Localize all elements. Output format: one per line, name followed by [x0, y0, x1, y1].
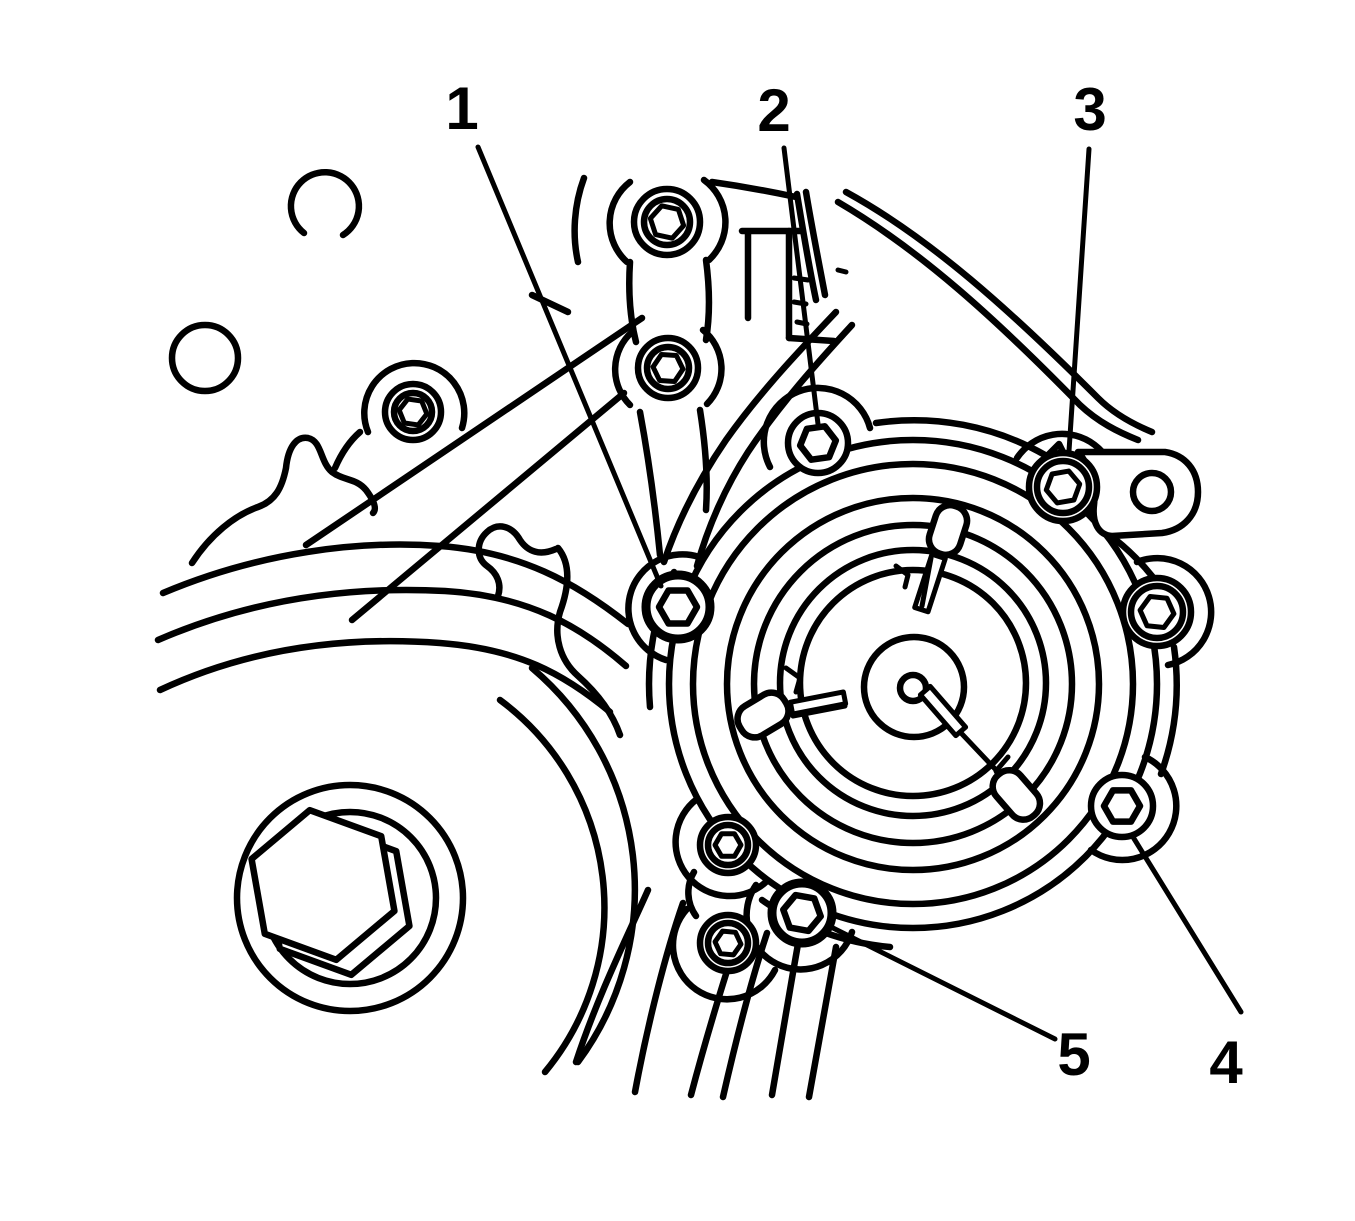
callout-2-label: 2 — [757, 77, 790, 144]
bolt-left-casting — [381, 380, 445, 444]
pump-outer-ring — [689, 460, 1137, 908]
lower-ribs — [572, 868, 840, 1101]
bolts — [381, 185, 1195, 975]
leader-line-4 — [1130, 834, 1244, 1015]
callout-4-label: 4 — [1209, 1029, 1243, 1096]
pump-plate — [776, 546, 1050, 820]
pulley-rim-arcs — [154, 541, 639, 1076]
crank-hex-face — [248, 806, 398, 964]
lock-tab-left — [734, 689, 849, 741]
callout-1-label: 1 — [445, 75, 478, 142]
ear-hole — [1129, 469, 1175, 515]
c-shaped-hole — [287, 168, 363, 239]
bolt-5 — [767, 878, 837, 948]
housing-top — [475, 174, 1156, 739]
leader-line-2 — [781, 145, 821, 427]
lock-tab-top — [912, 501, 971, 615]
callout-labels: 1 2 3 4 5 — [445, 75, 1243, 1096]
bolt-4 — [1087, 771, 1157, 841]
sensor-bracket — [738, 227, 849, 345]
housing-edge-inner — [834, 198, 1142, 444]
bolt-upper-mid — [634, 334, 702, 402]
callout-3-label: 3 — [1073, 76, 1106, 143]
bolt-right-unnumbered — [1119, 574, 1195, 650]
water-pump — [689, 460, 1137, 908]
diagonal-rib-a — [302, 314, 646, 549]
bolt-3 — [1025, 449, 1101, 525]
crankshaft-bolt — [233, 781, 467, 1015]
leader-line-1 — [475, 144, 664, 589]
diagonal-rib-b — [348, 389, 628, 624]
pump-clamp-ring — [750, 521, 1076, 847]
leader-line-5 — [828, 924, 1058, 1042]
housing-edge-outer — [842, 188, 1156, 436]
bolt-top — [630, 185, 704, 259]
callout-5-label: 5 — [1057, 1021, 1090, 1088]
bolt-lower-left-a — [696, 813, 760, 877]
leader-lines — [475, 144, 1244, 1042]
leader-line-3 — [1066, 146, 1092, 454]
left-casting-features — [168, 168, 646, 624]
lock-tab-lower-right — [917, 683, 1044, 823]
left-bolt-boss-arc — [361, 359, 468, 436]
pump-hub — [860, 633, 968, 741]
casting-edge-wavy — [188, 434, 379, 567]
bolt-lower-left-b — [696, 911, 760, 975]
round-hole — [168, 321, 242, 395]
diagonal-rib-dash — [528, 291, 572, 316]
bolt-1 — [641, 570, 715, 644]
